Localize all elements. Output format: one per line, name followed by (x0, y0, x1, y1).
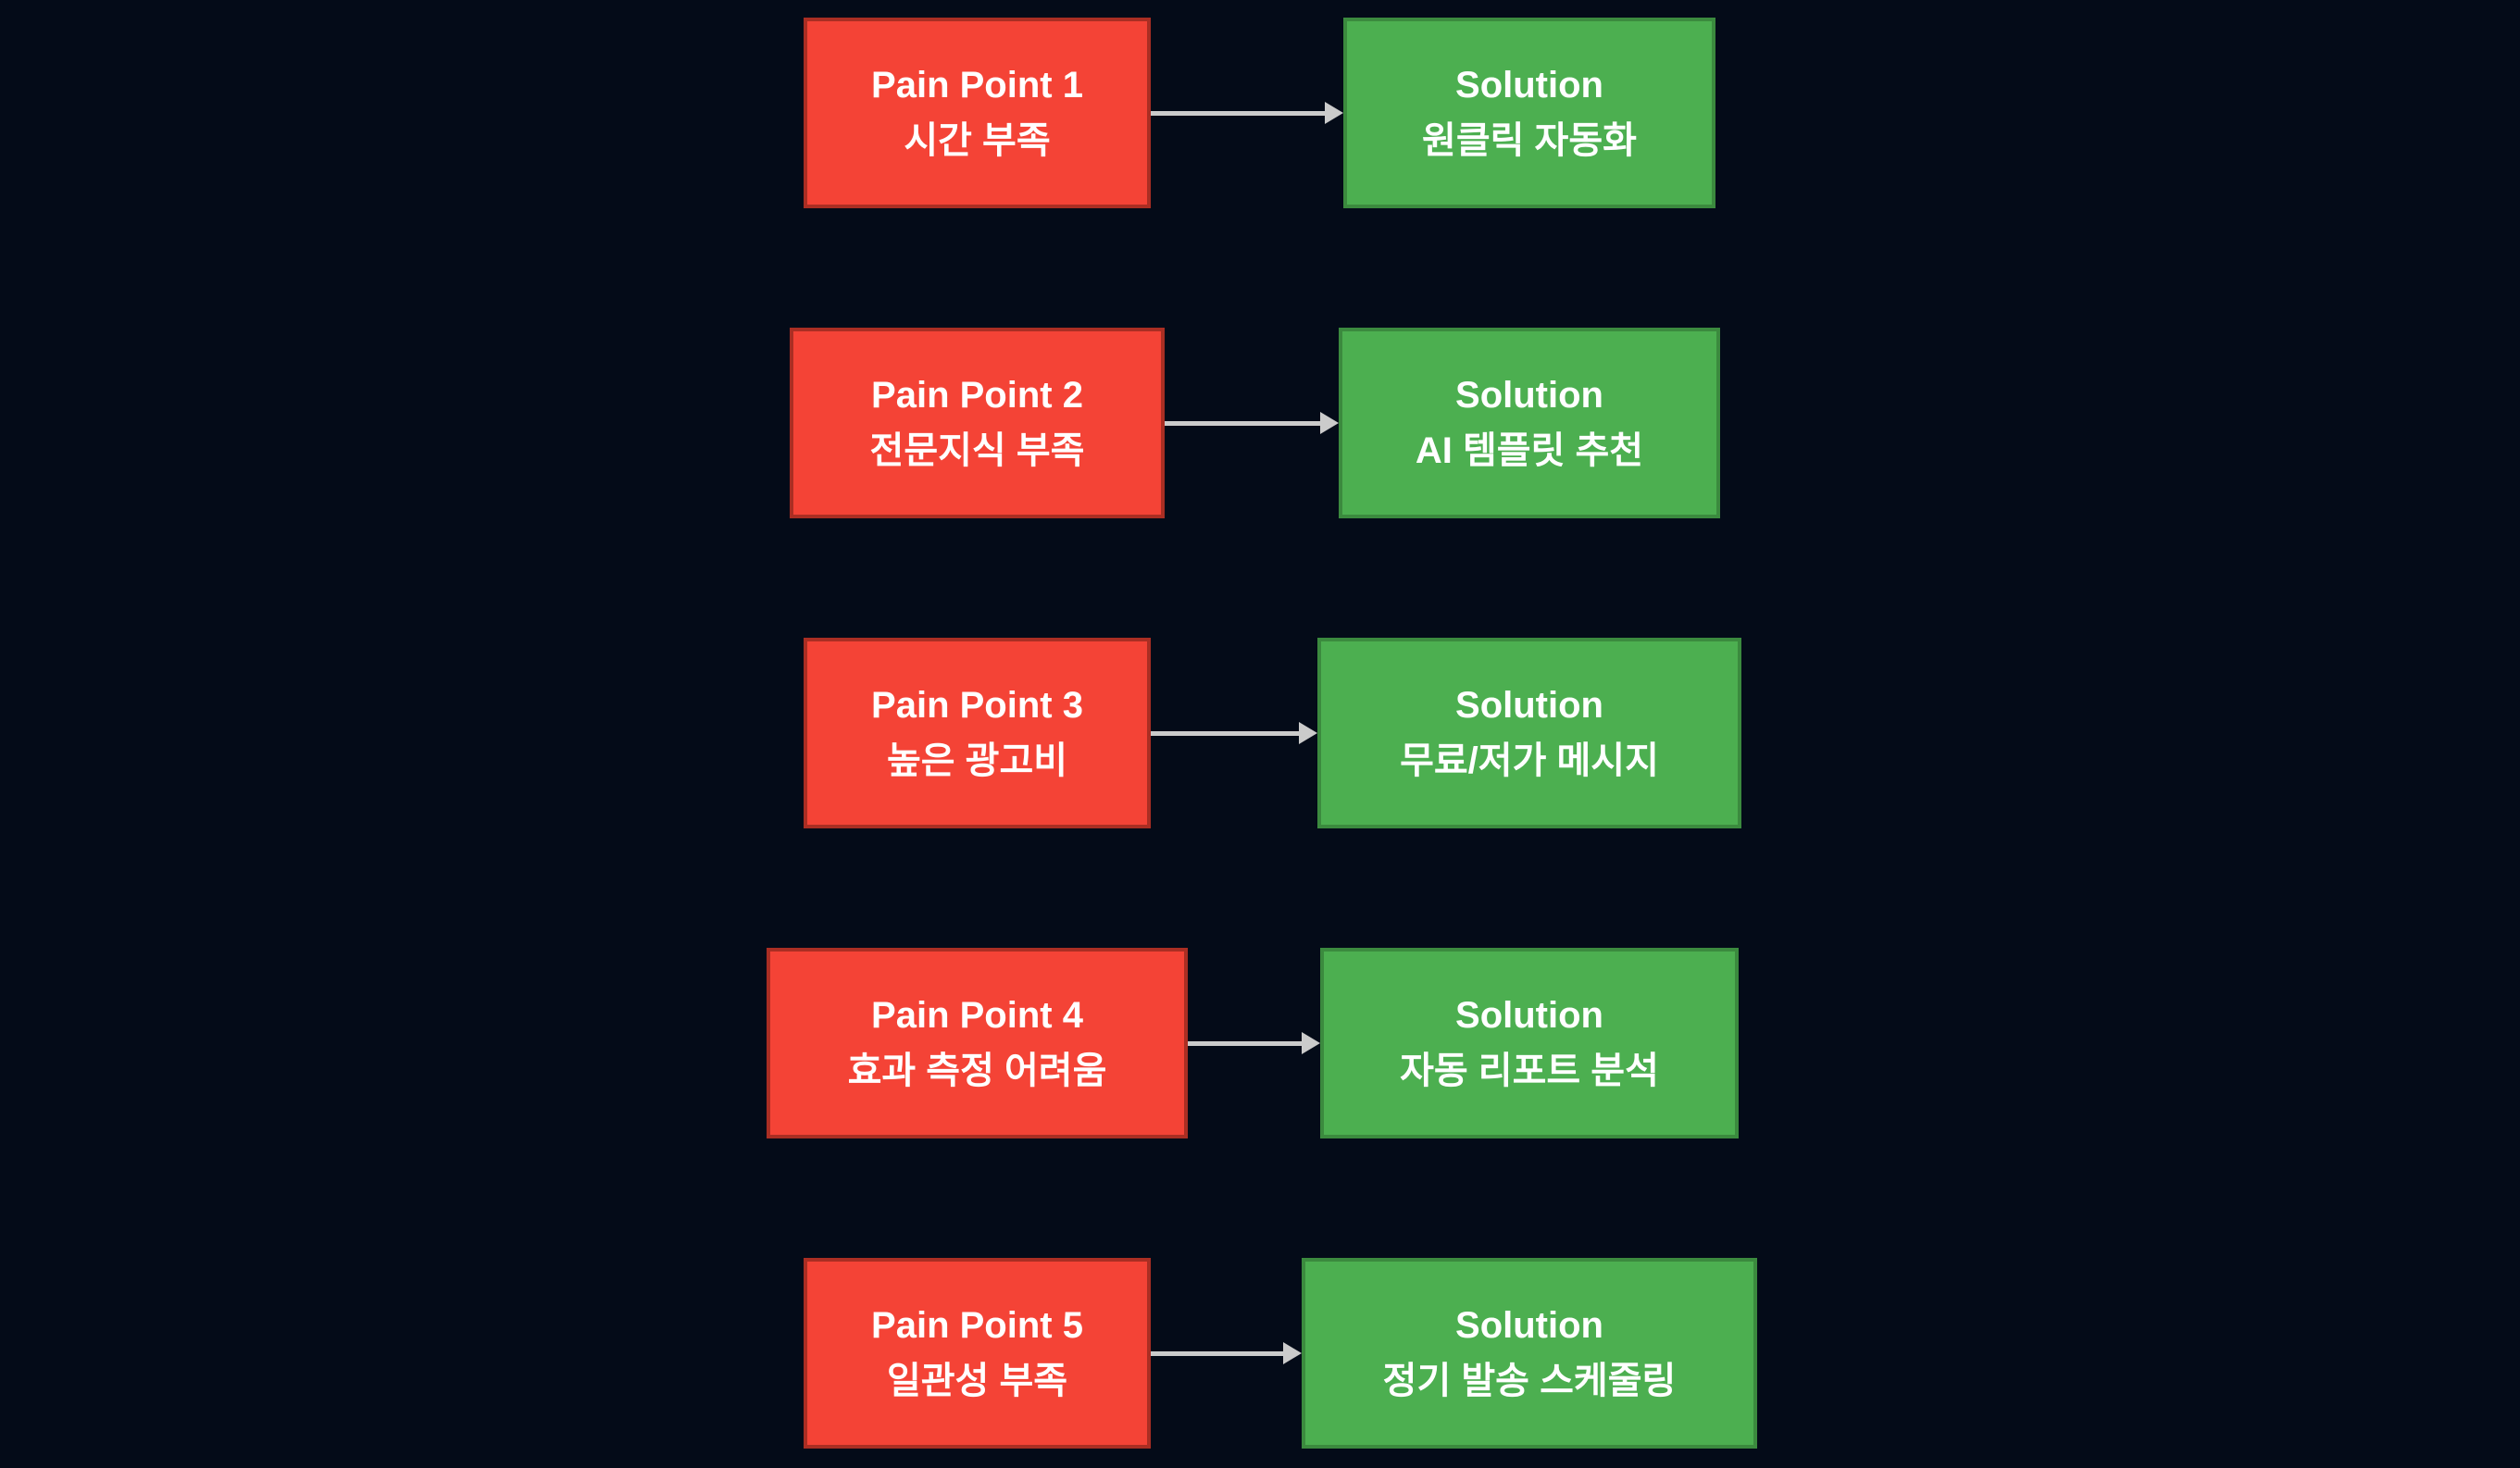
solution-5-title: Solution (1455, 1305, 1603, 1346)
solution-2-subtitle: AI 템플릿 추천 (1415, 430, 1644, 471)
solution-2-title: Solution (1455, 375, 1603, 416)
solution-5-subtitle: 정기 발송 스케줄링 (1382, 1361, 1677, 1401)
solution-3-subtitle: 무료/저가 메시지 (1400, 740, 1659, 781)
arrow-4-line (1188, 1040, 1302, 1046)
pain-point-5-box: Pain Point 5 일관성 부족 (804, 1258, 1151, 1449)
solution-1-title: Solution (1455, 65, 1603, 106)
arrow-2 (1165, 412, 1339, 434)
pain-point-4-box: Pain Point 4 효과 측정 어려움 (767, 948, 1188, 1138)
arrow-3-head-icon (1299, 722, 1317, 744)
solution-3-box: Solution 무료/저가 메시지 (1317, 638, 1741, 828)
solution-2-box: Solution AI 템플릿 추천 (1339, 328, 1720, 518)
arrow-4-head-icon (1302, 1032, 1320, 1054)
solution-5-box: Solution 정기 발송 스케줄링 (1302, 1258, 1757, 1449)
solution-4-subtitle: 자동 리포트 분석 (1400, 1051, 1659, 1091)
pain-point-1-title: Pain Point 1 (871, 65, 1083, 106)
pain-point-3-box: Pain Point 3 높은 광고비 (804, 638, 1151, 828)
pain-point-5-subtitle: 일관성 부족 (886, 1361, 1068, 1401)
arrow-1 (1151, 102, 1343, 124)
arrow-5-line (1151, 1350, 1283, 1356)
arrow-2-line (1165, 420, 1320, 426)
arrow-5 (1151, 1342, 1302, 1364)
arrow-3-line (1151, 730, 1299, 736)
pain-point-4-title: Pain Point 4 (871, 995, 1083, 1036)
arrow-4 (1188, 1032, 1320, 1054)
solution-4-box: Solution 자동 리포트 분석 (1320, 948, 1739, 1138)
pain-point-1-box: Pain Point 1 시간 부족 (804, 18, 1151, 208)
pain-point-3-subtitle: 높은 광고비 (886, 740, 1068, 781)
pain-point-5-title: Pain Point 5 (871, 1305, 1083, 1346)
solution-3-title: Solution (1455, 685, 1603, 726)
solution-1-box: Solution 원클릭 자동화 (1343, 18, 1715, 208)
arrow-1-head-icon (1325, 102, 1343, 124)
pain-point-2-box: Pain Point 2 전문지식 부족 (790, 328, 1165, 518)
pain-point-4-subtitle: 효과 측정 어려움 (847, 1051, 1107, 1091)
solution-1-subtitle: 원클릭 자동화 (1422, 120, 1637, 161)
pain-point-2-title: Pain Point 2 (871, 375, 1083, 416)
arrow-3 (1151, 722, 1317, 744)
pain-point-2-subtitle: 전문지식 부족 (869, 430, 1085, 471)
solution-4-title: Solution (1455, 995, 1603, 1036)
arrow-1-line (1151, 110, 1325, 116)
arrow-2-head-icon (1320, 412, 1339, 434)
pain-point-3-title: Pain Point 3 (871, 685, 1083, 726)
arrow-5-head-icon (1283, 1342, 1302, 1364)
pain-point-1-subtitle: 시간 부족 (904, 120, 1051, 161)
